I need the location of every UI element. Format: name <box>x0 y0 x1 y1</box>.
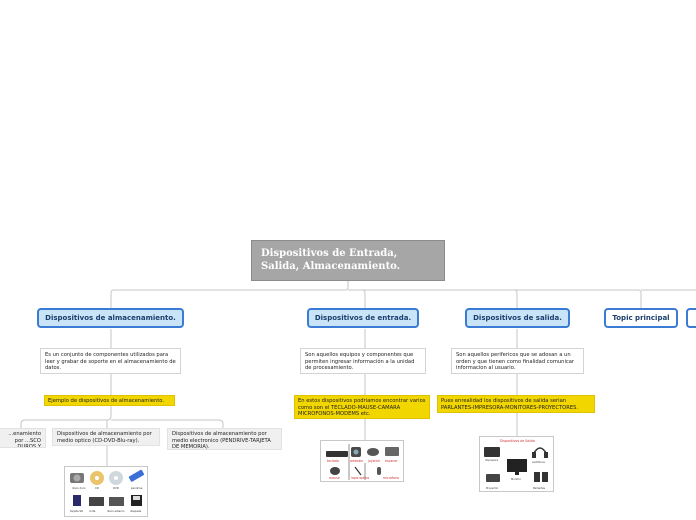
storage-description-text: Es un conjunto de componentes utilizados… <box>45 352 176 372</box>
label-audifonos: Audifonos <box>532 460 546 464</box>
label-microfono: microfono <box>383 476 399 480</box>
label-lapiz-optico: lapiz optico <box>351 476 369 480</box>
central-topic-title: Dispositivos de Entrada, Salida, Almacen… <box>261 248 401 272</box>
label-cd: CD <box>95 486 99 490</box>
label-proyector: Proyector <box>486 486 499 490</box>
storage-sub-magnetic-text: ...enamiento por ...SCO DUROS Y <box>8 431 41 448</box>
input-devices-image[interactable]: teclado webcam joystick escaner mouse la… <box>320 440 404 482</box>
branch-storage[interactable]: Dispositivos de almacenamiento. <box>37 308 184 328</box>
label-cinta: cinta <box>89 509 96 513</box>
storage-sub-optical-text: Dispositivos de almacenamiento por medio… <box>57 431 152 444</box>
output-description-text: Son aquellos perifericos que se adosan a… <box>456 352 575 372</box>
label-webcam: webcam <box>350 459 363 463</box>
branch-output[interactable]: Dispositivos de salida. <box>465 308 570 328</box>
input-description[interactable]: Son aquellos equipos y componentes que p… <box>300 348 426 374</box>
storage-sub-electronic-text: Dispositivos de almacenamiento por medio… <box>172 431 271 450</box>
branch-output-label: Dispositivos de salida. <box>473 314 562 322</box>
input-example-text: En estos dispositivos podriamos encontra… <box>298 398 426 418</box>
storage-sub-magnetic[interactable]: ...enamiento por ...SCO DUROS Y <box>0 428 46 448</box>
label-pendrive: pendrive <box>131 486 143 490</box>
branch-topic-principal[interactable]: Topic principal <box>604 308 678 328</box>
label-tarjeta: tarjeta SD <box>70 509 83 513</box>
label-escaner: escaner <box>385 459 398 463</box>
label-dvd: DVD <box>113 486 119 490</box>
branch-input-label: Dispositivos de entrada. <box>314 314 412 322</box>
input-example[interactable]: En estos dispositivos podriamos encontra… <box>294 395 430 419</box>
label-teclado: teclado <box>327 459 339 463</box>
label-impresora: Impresora <box>485 458 499 462</box>
storage-devices-illustration: disco duro CD DVD pendrive tarjeta SD ci… <box>70 469 145 513</box>
storage-description[interactable]: Es un conjunto de componentes utilizados… <box>40 348 181 374</box>
output-image-title: Dispositivos de Salida <box>500 439 535 443</box>
label-mouse: mouse <box>329 476 340 480</box>
storage-sub-optical[interactable]: Dispositivos de almacenamiento por medio… <box>52 428 160 446</box>
label-joystick: joystick <box>367 459 380 463</box>
output-example-text: Pues enrealidad los dispositivos de sali… <box>441 398 579 411</box>
branch-input[interactable]: Dispositivos de entrada. <box>307 308 419 328</box>
storage-example-text: Ejemplo de dispositivos de almacenamient… <box>48 398 165 404</box>
central-topic[interactable]: Dispositivos de Entrada, Salida, Almacen… <box>251 240 445 281</box>
storage-sub-electronic[interactable]: Dispositivos de almacenamiento por medio… <box>167 428 282 450</box>
output-example[interactable]: Pues enrealidad los dispositivos de sali… <box>437 395 595 413</box>
label-disco-duro: disco duro <box>72 486 86 490</box>
storage-example[interactable]: Ejemplo de dispositivos de almacenamient… <box>44 395 175 406</box>
label-disquete: disquete <box>130 509 142 513</box>
branch-topic-principal-label: Topic principal <box>612 314 670 322</box>
storage-devices-image[interactable]: disco duro CD DVD pendrive tarjeta SD ci… <box>64 466 148 517</box>
label-parlantes: Parlantes <box>533 486 546 490</box>
input-devices-illustration: teclado webcam joystick escaner mouse la… <box>326 444 399 480</box>
output-description[interactable]: Son aquellos perifericos que se adosan a… <box>451 348 584 374</box>
input-description-text: Son aquellos equipos y componentes que p… <box>305 352 415 372</box>
output-devices-image[interactable]: Dispositivos de Salida Impresora Audifon… <box>479 436 554 492</box>
label-disco-externo: disco externo <box>107 509 125 513</box>
branch-offscreen[interactable] <box>686 308 696 328</box>
output-devices-illustration: Dispositivos de Salida Impresora Audifon… <box>484 439 548 490</box>
label-monitor: Monitor <box>511 477 522 481</box>
branch-storage-label: Dispositivos de almacenamiento. <box>45 314 176 322</box>
